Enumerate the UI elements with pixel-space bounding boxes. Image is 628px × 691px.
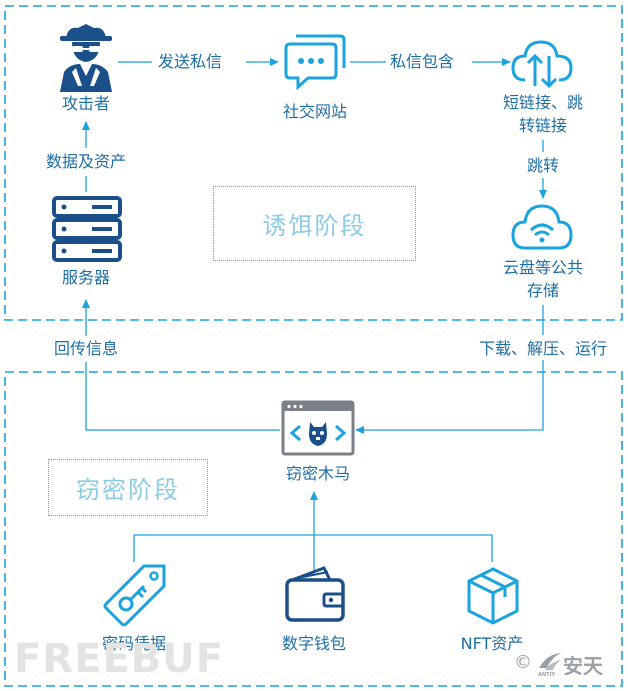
key-tag-icon (103, 564, 166, 627)
lure-stage-label: 诱饵阶段 (213, 186, 416, 261)
steal-stage-frame (4, 371, 623, 687)
spy-icon (60, 24, 112, 92)
download-run-edge-label: 下载、解压、运行 (478, 339, 608, 358)
antiy-watermark: 安天 (563, 654, 603, 678)
server-label: 服务器 (61, 268, 111, 287)
copyright-mark: © (514, 652, 532, 673)
data-assets-edge-label: 数据及资产 (45, 152, 127, 171)
cube-icon (467, 567, 519, 625)
dm-contains-edge-label: 私信包含 (390, 52, 455, 71)
nft-label: NFT资产 (460, 634, 524, 653)
antiy-small-text: ANTIY (538, 672, 555, 678)
attacker-label: 攻击者 (61, 94, 111, 113)
wallet-icon (285, 566, 345, 622)
social-site-label: 社交网站 (282, 102, 348, 121)
lure-stage-frame (4, 5, 623, 321)
cloud-storage-label-line2: 存储 (526, 281, 560, 300)
freebuf-watermark: FREEBUF (14, 636, 225, 682)
shortlink-label-line1: 短链接、跳 (502, 93, 584, 112)
trojan-label: 窃密木马 (285, 464, 351, 483)
shortlink-label-line2: 转链接 (518, 116, 568, 135)
antiy-logo-icon (539, 653, 561, 670)
wallet-label: 数字钱包 (281, 634, 347, 653)
cloud-transfer-icon (511, 40, 573, 89)
trojan-browser-icon (281, 400, 355, 456)
redirect-edge-label: 跳转 (526, 156, 560, 175)
credentials-label: 密码凭据 (101, 634, 167, 653)
cloud-wifi-icon (511, 204, 573, 250)
server-icon (52, 196, 122, 262)
cloud-storage-label-line1: 云盘等公共 (502, 258, 584, 277)
chat-bubble-icon (284, 34, 346, 90)
send-dm-edge-label: 发送私信 (158, 52, 223, 71)
callback-edge-label: 回传信息 (53, 339, 119, 358)
steal-stage-label: 窃密阶段 (48, 459, 208, 516)
